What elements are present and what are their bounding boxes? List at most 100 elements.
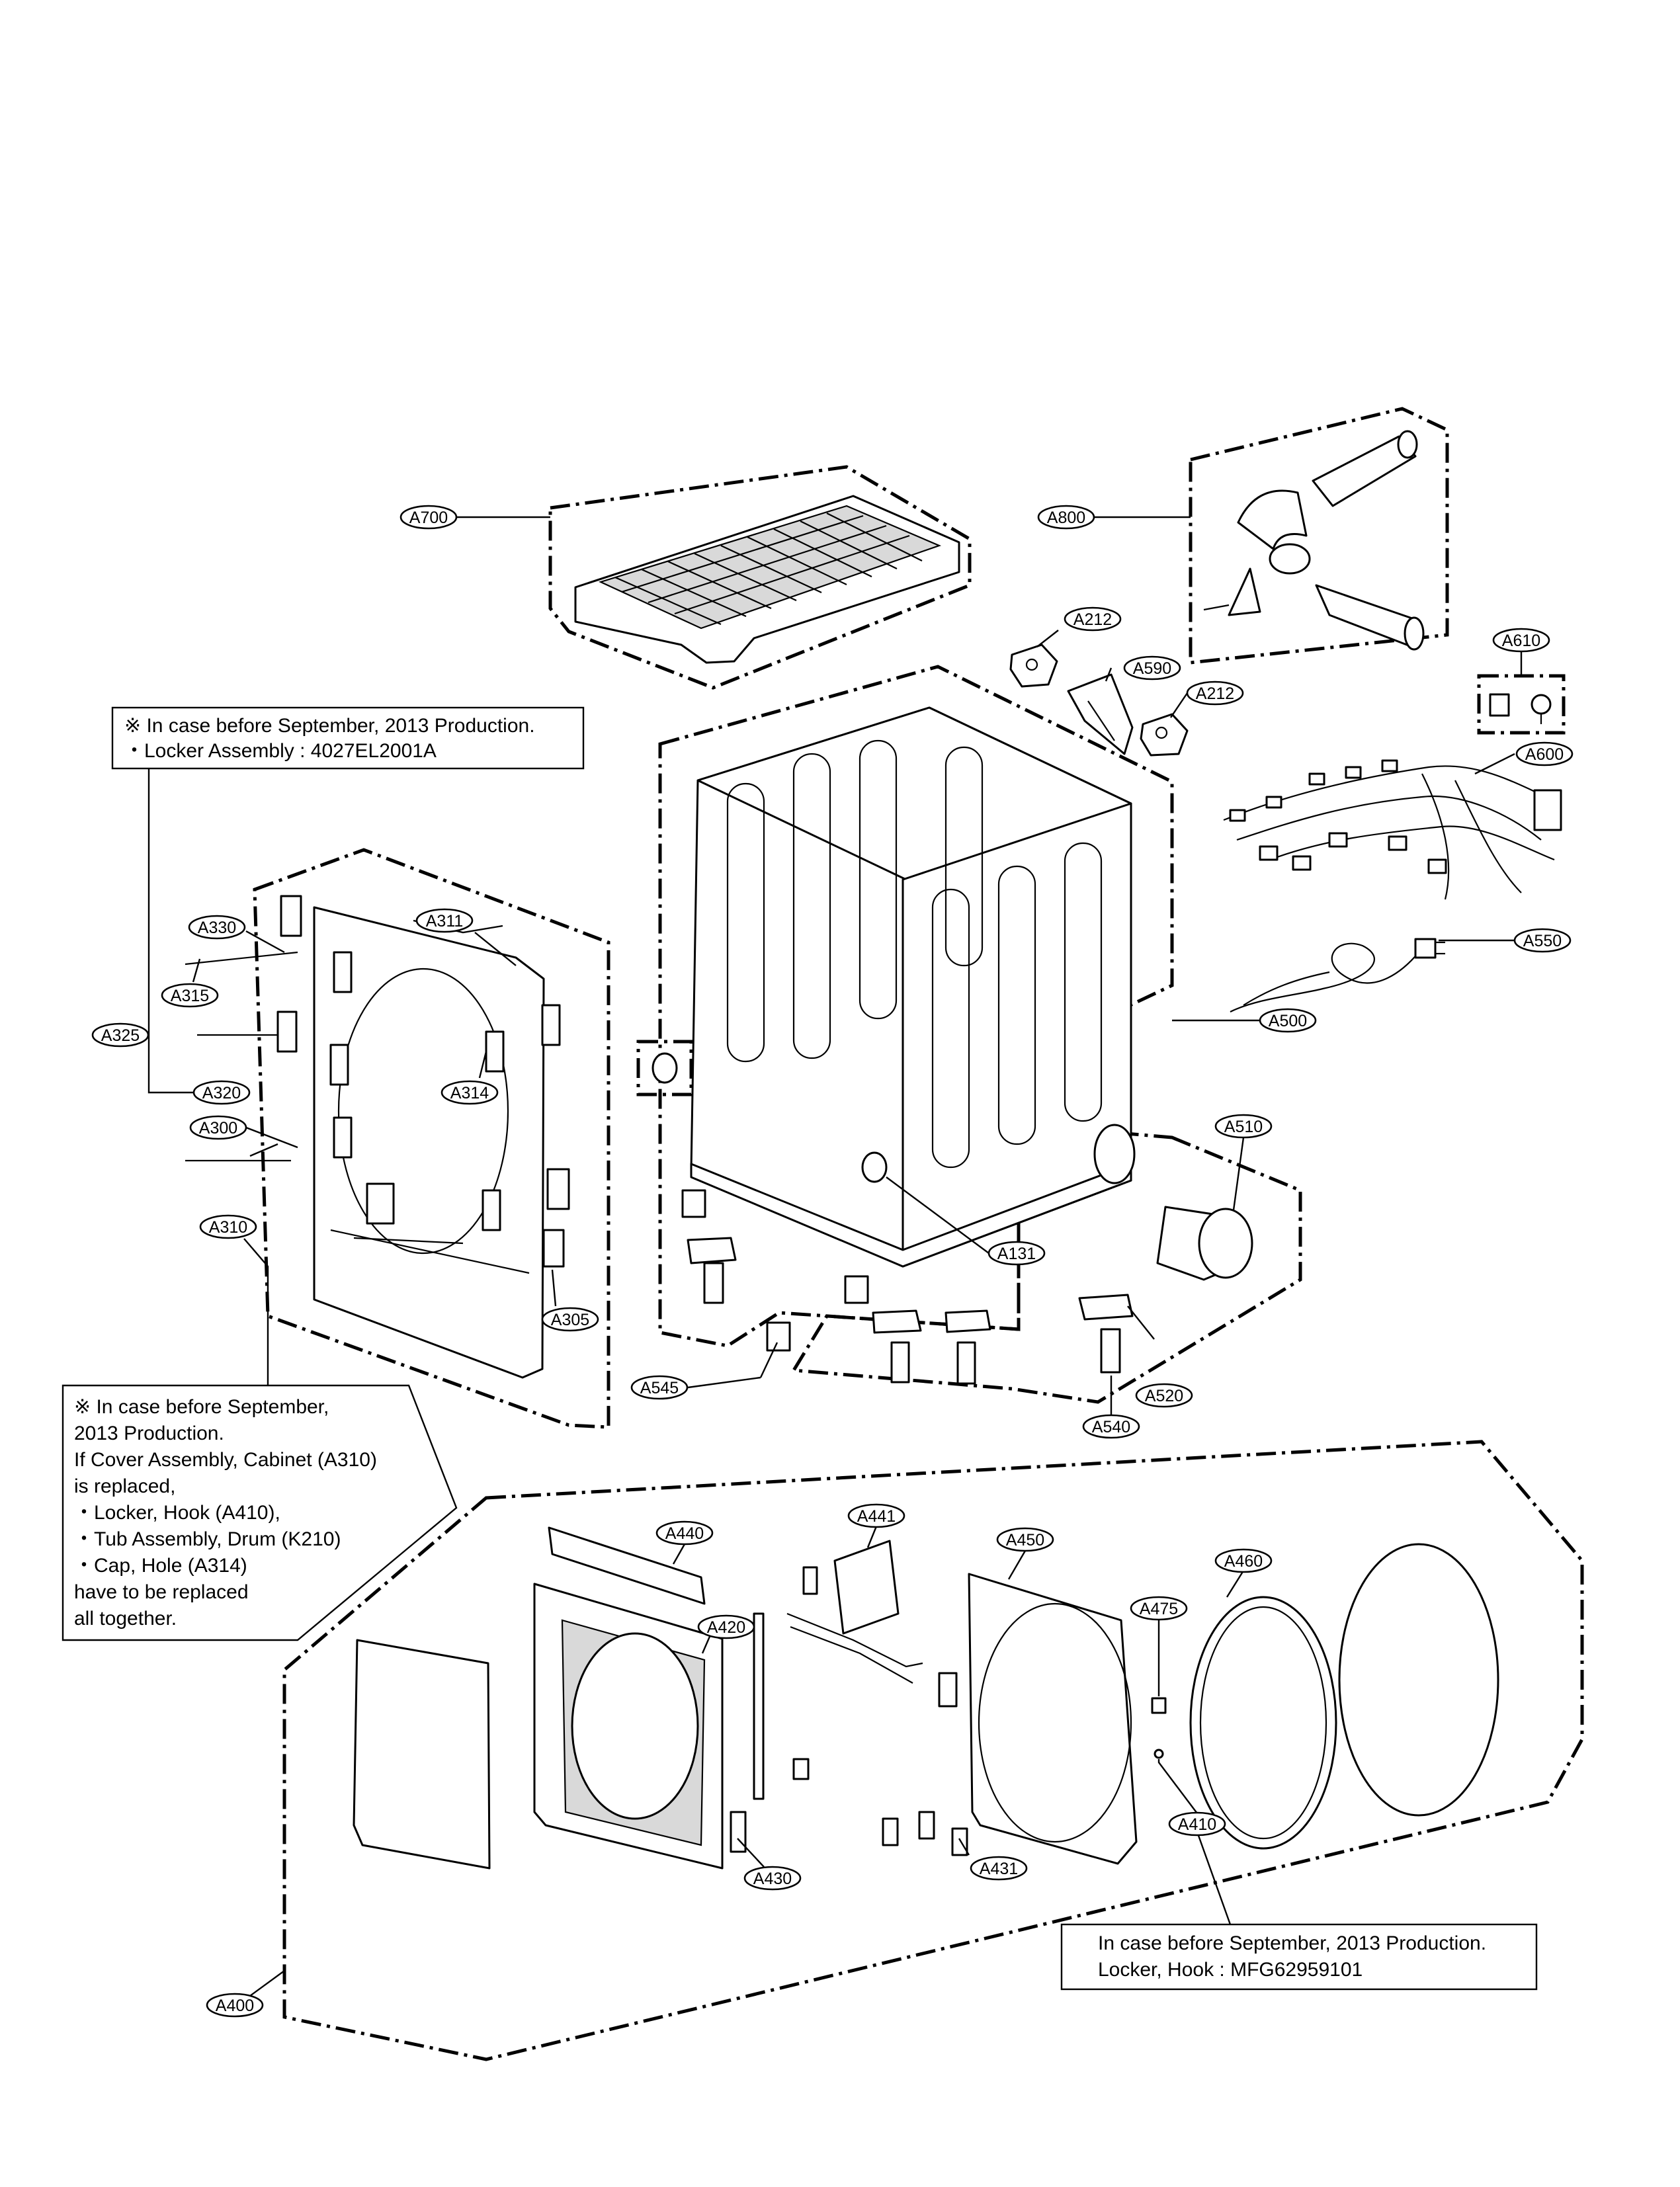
part-door-outer-panel [353,1639,491,1870]
part-a410-a431-hinge-parts [730,1566,968,1856]
callout-a305: A305 [541,1307,599,1332]
part-a400-door-assembly [353,1526,1499,1870]
svg-text:Locker, Hook : MFG62959101: Locker, Hook : MFG62959101 [1098,1959,1363,1981]
note-cover-assembly: ※ In case before September, 2013 Product… [62,1384,458,1641]
svg-text:・Cap, Hole (A314): ・Cap, Hole (A314) [74,1555,247,1577]
svg-text:A475: A475 [1140,1600,1178,1618]
group-outline-bushing-left [636,1040,693,1096]
callout-a310: A310 [199,1214,257,1239]
callout-a700: A700 [399,505,458,530]
callout-a430: A430 [743,1866,802,1891]
part-a475-pin [1151,1697,1167,1714]
callout-a420: A420 [697,1614,755,1639]
callout-a590: A590 [1123,655,1181,681]
svg-text:A430: A430 [753,1870,792,1888]
callout-a550: A550 [1513,928,1572,953]
svg-text:A400: A400 [216,1997,254,2015]
part-a510-duct [1156,1206,1253,1281]
part-a450-inner-door [968,1573,1138,1865]
svg-text:A212: A212 [1073,610,1112,629]
callout-a131: A131 [987,1241,1046,1266]
callout-a475: A475 [1130,1596,1188,1621]
svg-text:A610: A610 [1502,632,1540,650]
part-a550-power-cord [1230,938,1445,1012]
svg-text:・Locker Assembly : 4027EL2001A: ・Locker Assembly : 4027EL2001A [124,740,437,762]
svg-text:A330: A330 [198,919,236,937]
svg-text:A320: A320 [202,1084,241,1102]
group-outline-a310 [253,848,610,1429]
svg-text:・Locker, Hook (A410),: ・Locker, Hook (A410), [74,1502,280,1524]
svg-text:A315: A315 [171,987,209,1005]
svg-text:A520: A520 [1145,1387,1183,1405]
callout-a410: A410 [1168,1811,1226,1836]
svg-text:A540: A540 [1092,1418,1130,1436]
svg-text:A700: A700 [409,509,448,527]
svg-text:A441: A441 [857,1507,896,1526]
part-a590-bracket [1067,673,1134,755]
callout-a330: A330 [188,915,246,940]
svg-text:A600: A600 [1525,745,1564,764]
svg-text:・Tub Assembly, Drum (K210): ・Tub Assembly, Drum (K210) [74,1528,341,1550]
callout-a450: A450 [996,1527,1054,1552]
part-a700-top-plate [574,495,960,664]
leader-lines [147,516,1523,1997]
svg-text:A500: A500 [1269,1012,1307,1030]
svg-text:※ In case before September,: ※ In case before September, [74,1396,329,1418]
callout-a314: A314 [441,1080,499,1105]
part-a610-clip [1489,693,1552,724]
note-locker-hook: In case before September, 2013 Productio… [1060,1923,1538,1991]
callout-a540: A540 [1082,1414,1140,1439]
svg-text:is replaced,: is replaced, [74,1475,175,1497]
svg-text:A310: A310 [209,1218,247,1237]
svg-text:In case before September, 2013: In case before September, 2013 Productio… [1098,1932,1486,1954]
svg-text:A212: A212 [1196,684,1234,703]
group-outline-a800 [1189,407,1449,665]
part-a800-duct-kit [1203,430,1425,651]
part-a212-bracket-lower [1140,713,1189,757]
svg-text:A305: A305 [551,1311,589,1329]
callout-a315: A315 [161,983,219,1008]
svg-text:have to be replaced: have to be replaced [74,1581,249,1603]
callout-a400: A400 [206,1993,264,2018]
callout-a431: A431 [970,1856,1028,1881]
svg-text:A450: A450 [1006,1531,1044,1549]
callout-a510: A510 [1214,1114,1273,1139]
svg-text:A314: A314 [450,1084,489,1102]
callout-a545: A545 [630,1375,689,1400]
svg-text:all together.: all together. [74,1608,177,1630]
callout-a440: A440 [655,1520,714,1546]
callout-a520: A520 [1135,1383,1193,1408]
svg-text:2013 Production.: 2013 Production. [74,1423,224,1444]
callout-a441: A441 [847,1503,905,1528]
callout-a212-upper: A212 [1064,606,1122,632]
part-a212-bracket-upper [1009,643,1058,688]
callout-a325: A325 [91,1022,149,1048]
svg-text:A311: A311 [426,912,464,930]
svg-text:A460: A460 [1224,1552,1263,1571]
svg-text:A800: A800 [1047,509,1085,527]
callout-a212-lower: A212 [1186,681,1244,706]
svg-text:A510: A510 [1224,1118,1263,1136]
svg-text:A431: A431 [980,1860,1018,1878]
part-a600-wire-harness [1223,759,1562,900]
svg-text:A440: A440 [665,1524,704,1543]
part-a440-trim [548,1526,706,1605]
svg-text:A420: A420 [707,1618,745,1637]
part-a310-front-cover [185,895,570,1379]
group-outline-a400 [282,1440,1584,2061]
group-outline-cabinet-right [790,1122,1302,1404]
group-outline-a700 [548,465,972,690]
note-locker-assembly: ※ In case before September, 2013 Product… [111,706,585,770]
svg-text:A590: A590 [1133,659,1171,678]
svg-text:A131: A131 [997,1245,1036,1263]
svg-text:※ In case before September, 20: ※ In case before September, 2013 Product… [124,715,535,737]
callout-a320: A320 [192,1080,251,1105]
part-a441-cover [833,1540,900,1635]
svg-text:A545: A545 [640,1379,679,1397]
callout-a311: A311 [415,908,474,933]
callout-a800: A800 [1037,505,1095,530]
callout-a300: A300 [189,1115,247,1140]
part-a460-gasket [1189,1596,1337,1850]
svg-text:A550: A550 [1523,932,1562,950]
